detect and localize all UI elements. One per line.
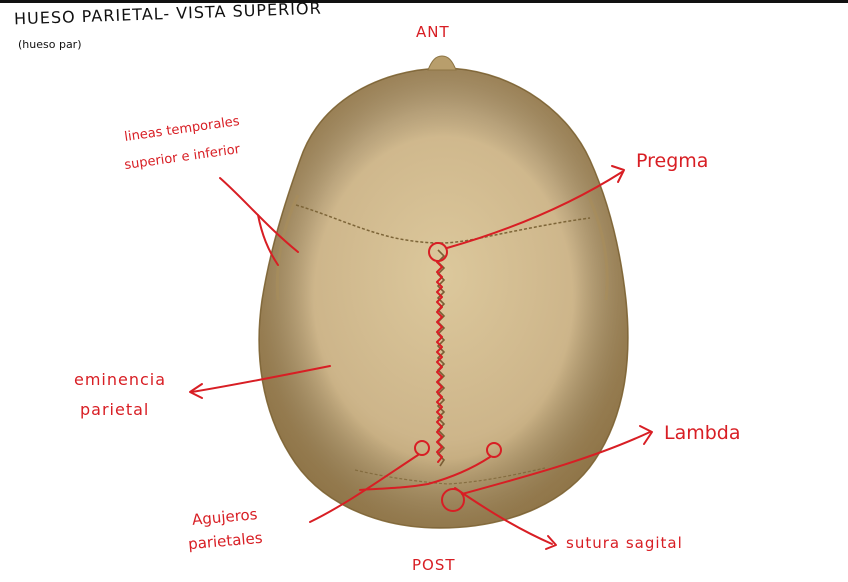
pregma-arrow xyxy=(446,171,623,249)
pregma-label: Pregma xyxy=(636,150,709,172)
parietal-foramen-left xyxy=(414,440,430,456)
temporal-ridge-right xyxy=(586,194,609,301)
sutura-arrow xyxy=(454,487,553,545)
agujeros-pointer-1 xyxy=(309,454,419,523)
eminencia-arrow xyxy=(191,365,331,393)
sagittal-trace xyxy=(436,261,443,463)
anterior-label: ANT xyxy=(416,23,450,41)
sutura-sagital-label: sutura sagital xyxy=(566,534,683,552)
nasal-tip xyxy=(427,55,457,71)
eminencia-label: eminencia xyxy=(74,370,167,389)
eminencia-label-line2: parietal xyxy=(80,400,150,419)
lambda-label: Lambda xyxy=(664,422,741,444)
bregma-marker xyxy=(428,242,448,262)
page-subtitle: (hueso par) xyxy=(18,38,82,51)
posterior-label: POST xyxy=(412,556,456,574)
agujeros-pointer-2 xyxy=(359,456,491,491)
temporal-ridge-left xyxy=(275,194,300,301)
top-border xyxy=(0,0,848,3)
lambda-arrow xyxy=(461,431,651,495)
lineas-pointer-1 xyxy=(219,177,299,253)
coronal-suture xyxy=(295,204,591,244)
parietal-foramen-right xyxy=(486,442,502,458)
lambda-marker xyxy=(441,488,465,512)
lineas-pointer-2 xyxy=(257,214,279,266)
